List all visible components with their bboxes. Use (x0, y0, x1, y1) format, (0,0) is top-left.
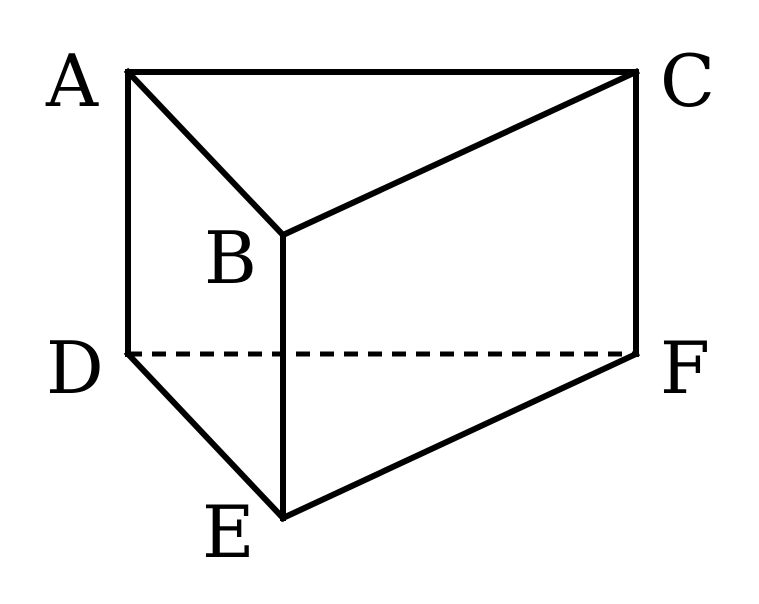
vertex-label-c: C (660, 39, 715, 123)
edge-d-e (123, 349, 288, 523)
edge-e-f (279, 350, 640, 522)
vertex-label-b: B (204, 216, 257, 300)
vertex-label-e: E (202, 490, 255, 574)
vertex-label-f: F (660, 326, 710, 410)
vertex-label-a: A (45, 39, 99, 123)
edge-b-c (279, 68, 640, 239)
edge-a-b (123, 67, 288, 240)
vertex-label-d: D (46, 326, 104, 410)
